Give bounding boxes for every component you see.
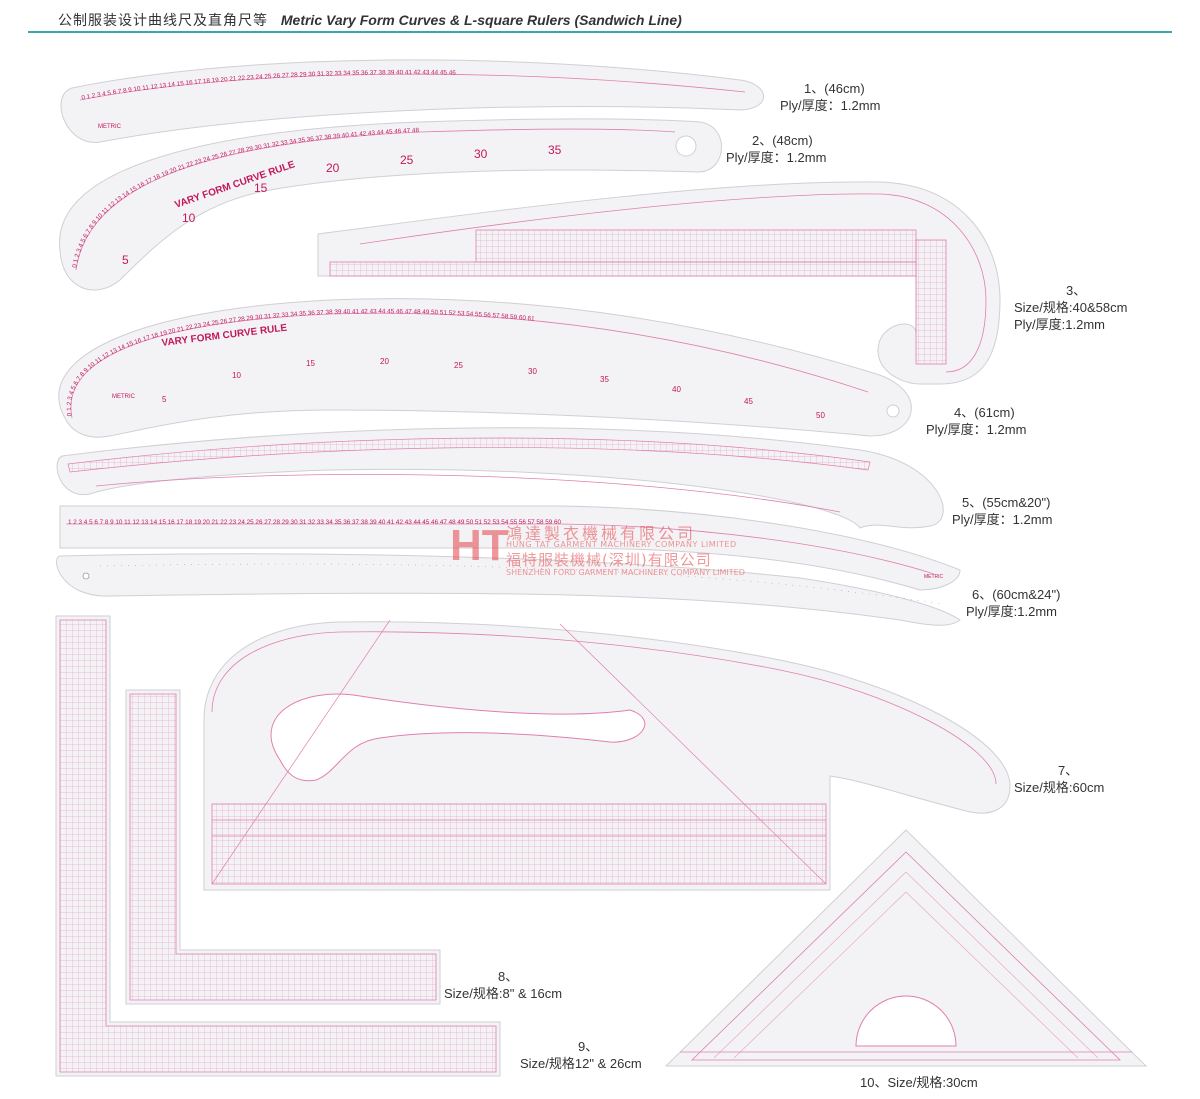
ruler-6-label: 6、(60cm&24") Ply/厚度:1.2mm bbox=[966, 587, 1061, 619]
ruler-6-scale: 1 2 3 4 5 6 7 8 9 10 11 12 13 14 15 16 1… bbox=[68, 519, 562, 526]
ruler-2-big-number: 5 bbox=[122, 253, 129, 267]
ruler-4-big-number: 40 bbox=[672, 385, 681, 394]
ruler-1-label: 1、(46cm) Ply/厚度：1.2mm bbox=[780, 81, 881, 113]
ruler-4-big-number: 45 bbox=[744, 397, 753, 406]
ruler-4-big-number: 35 bbox=[600, 375, 609, 384]
ruler-2-big-number: 30 bbox=[474, 147, 488, 161]
ruler-4-big-number: 5 bbox=[162, 395, 167, 404]
ruler-4-big-number: 10 bbox=[232, 371, 241, 380]
ruler-7-label: 7、 Size/规格:60cm bbox=[1014, 763, 1105, 795]
ruler-6-small-text: METRIC bbox=[924, 574, 944, 580]
ruler-9-label: 9、 Size/规格12" & 26cm bbox=[520, 1039, 642, 1071]
ruler-3-hip-curve bbox=[317, 181, 1001, 385]
watermark-line3: 福特服裝機械(深圳)有限公司 bbox=[506, 551, 712, 569]
ruler-2-big-number: 20 bbox=[326, 161, 340, 175]
ruler-4-curve: 0 1 2 3 4 5 6 7 8 9 10 11 12 13 14 15 16… bbox=[58, 298, 912, 438]
l-square-8 bbox=[125, 689, 441, 1005]
ruler-2-big-number: 25 bbox=[400, 153, 414, 167]
l-square-9 bbox=[55, 615, 501, 1077]
company-logo: HT bbox=[450, 521, 509, 570]
company-watermark: HT 鴻達製衣機械有限公司 HUNG TAT GARMENT MACHINERY… bbox=[450, 520, 770, 580]
ruler-3-strip bbox=[329, 261, 917, 277]
ruler-5-curve bbox=[56, 427, 944, 529]
ruler-8-label: 8、 Size/规格:8" & 16cm bbox=[444, 969, 563, 1001]
ruler-3-grid bbox=[475, 229, 917, 263]
ruler-6-curve: 1 2 3 4 5 6 7 8 9 10 11 12 13 14 15 16 1… bbox=[56, 505, 961, 626]
ruler-4-small-text: METRIC bbox=[112, 394, 136, 400]
watermark-line4: SHENZHEN FORD GARMENT MACHINERY COMPANY … bbox=[506, 568, 745, 577]
ruler-10-label: 10、Size/规格:30cm bbox=[860, 1075, 978, 1090]
ruler-2-big-number: 15 bbox=[254, 181, 268, 195]
ruler-2-big-numbers: 5 10 15 20 25 30 35 bbox=[122, 143, 562, 267]
ruler-5-label: 5、(55cm&20") Ply/厚度：1.2mm bbox=[952, 495, 1053, 527]
ruler-4-big-number: 25 bbox=[454, 361, 463, 370]
ruler-2-big-number: 10 bbox=[182, 211, 196, 225]
ruler-4-big-number: 30 bbox=[528, 367, 537, 376]
ruler-4-big-number: 50 bbox=[816, 411, 825, 420]
ruler-4-big-number: 20 bbox=[380, 357, 389, 366]
watermark-line2: HUNG TAT GARMENT MACHINERY COMPANY LIMIT… bbox=[506, 540, 737, 549]
ruler-4-big-numbers: 5 10 15 20 25 30 35 40 45 50 bbox=[162, 357, 825, 420]
triangle-ruler-10 bbox=[664, 829, 1148, 1067]
ruler-1-text: METRIC bbox=[98, 124, 122, 130]
title-chinese: 公制服装设计曲线尺及直角尺等 bbox=[58, 13, 268, 29]
ruler-2-label: 2、(48cm) Ply/厚度：1.2mm bbox=[726, 133, 827, 165]
page-header: 公制服装设计曲线尺及直角尺等 Metric Vary Form Curves &… bbox=[0, 0, 1200, 38]
ruler-7-french-curve bbox=[203, 619, 1011, 891]
watermark-line1: 鴻達製衣機械有限公司 bbox=[506, 524, 697, 543]
ruler-4-big-number: 15 bbox=[306, 359, 315, 368]
page-title: 公制服装设计曲线尺及直角尺等 Metric Vary Form Curves &… bbox=[58, 10, 682, 30]
ruler-2-big-number: 35 bbox=[548, 143, 562, 157]
title-english: Metric Vary Form Curves & L-square Ruler… bbox=[280, 12, 682, 28]
header-divider bbox=[28, 31, 1172, 33]
ruler-4-label: 4、(61cm) Ply/厚度：1.2mm bbox=[926, 405, 1027, 437]
ruler-3-vertical-grid bbox=[915, 239, 947, 365]
ruler-1-curve: METRIC 0 1 2 3 4 5 6 7 8 9 10 11 12 13 1… bbox=[60, 59, 764, 143]
ruler-3-label: 3、 Size/规格:40&58cm Ply/厚度:1.2mm bbox=[1014, 283, 1128, 332]
